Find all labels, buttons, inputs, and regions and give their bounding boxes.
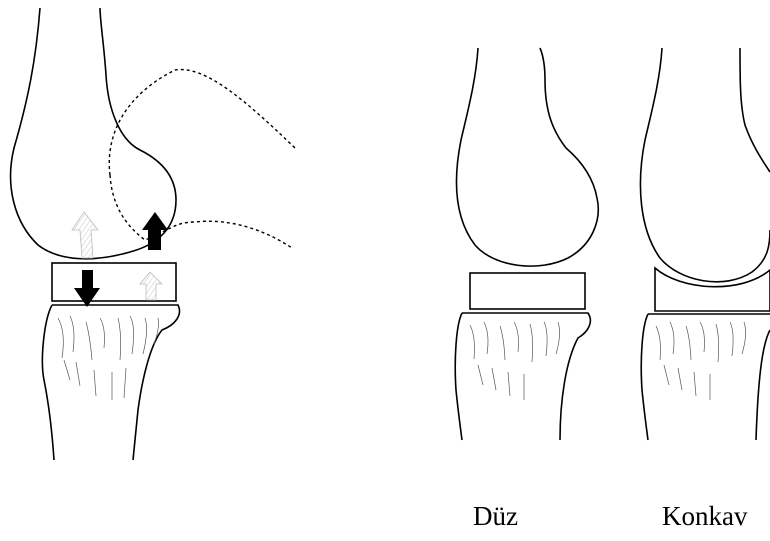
faint-upward-arrow-icon	[72, 212, 98, 258]
flat-tibia-hatching	[470, 322, 560, 400]
caption-concave-insert: Konkav	[662, 503, 747, 530]
concave-femur	[640, 48, 770, 282]
concave-tibia-hatching	[656, 322, 746, 400]
concave-insert-block	[655, 268, 770, 311]
flat-insert-block	[470, 273, 585, 309]
flat-insert-illustration	[455, 48, 598, 440]
left-knee-illustration	[11, 8, 295, 460]
caption-flat-insert: Düz	[473, 503, 518, 530]
concave-insert-illustration	[640, 48, 770, 440]
left-tibia-hatching	[58, 316, 159, 400]
left-soft-tissue-outline-lower	[110, 175, 292, 248]
flat-tibia	[455, 313, 590, 440]
left-soft-tissue-outline	[109, 70, 295, 175]
concave-tibia	[641, 314, 770, 440]
flat-femur	[456, 48, 598, 266]
left-tibia	[42, 305, 179, 460]
